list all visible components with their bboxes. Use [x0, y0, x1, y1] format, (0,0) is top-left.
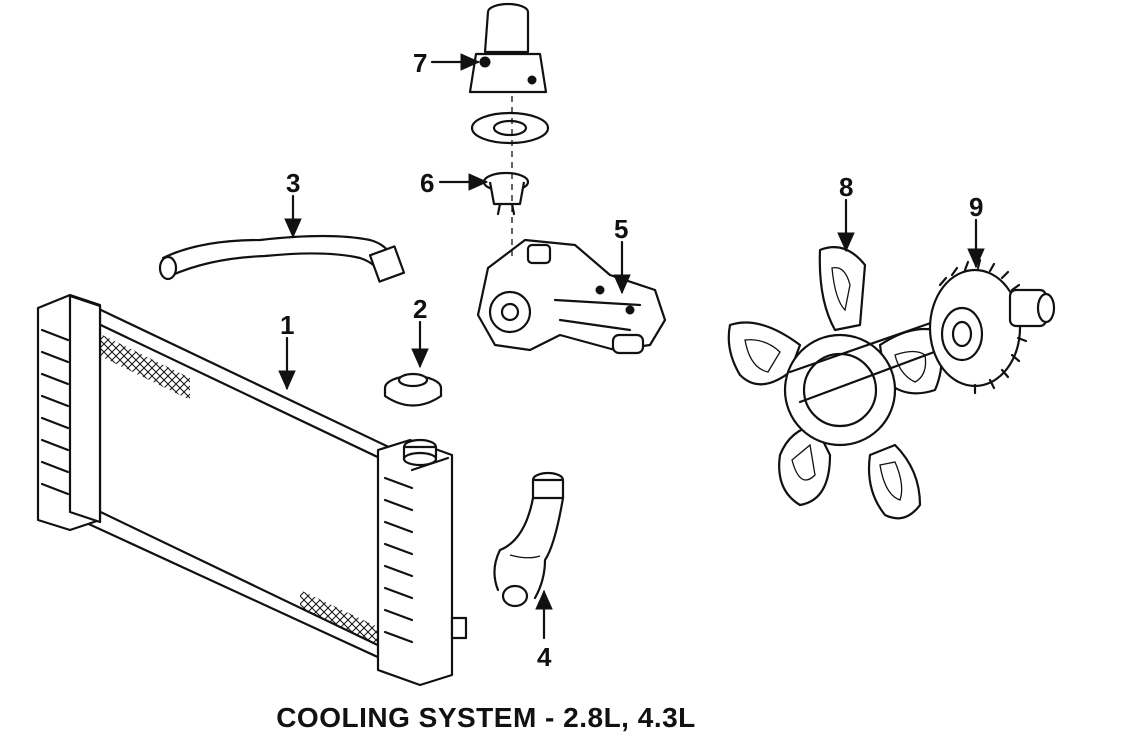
thermostat [470, 96, 550, 260]
callout-8: 8 [839, 172, 853, 202]
callout-1: 1 [280, 310, 294, 340]
callout-5: 5 [614, 214, 628, 244]
cooling-fan [727, 246, 947, 520]
callout-6: 6 [420, 168, 434, 198]
callout-2: 2 [413, 294, 427, 324]
callout-3: 3 [286, 168, 300, 198]
radiator [36, 293, 468, 687]
callout-leaders [278, 53, 985, 640]
radiator-cap [383, 372, 443, 407]
callout-7: 7 [413, 48, 427, 78]
thermostat-housing [468, 2, 548, 94]
callout-4: 4 [537, 642, 552, 672]
callout-9: 9 [969, 192, 983, 222]
fan-clutch [928, 258, 1056, 395]
upper-radiator-hose [158, 234, 406, 283]
diagram-caption: COOLING SYSTEM - 2.8L, 4.3L [0, 702, 1136, 734]
water-pump [476, 238, 667, 355]
caption-text: COOLING SYSTEM - 2.8L, 4.3L [276, 702, 696, 733]
lower-radiator-hose [493, 471, 565, 608]
